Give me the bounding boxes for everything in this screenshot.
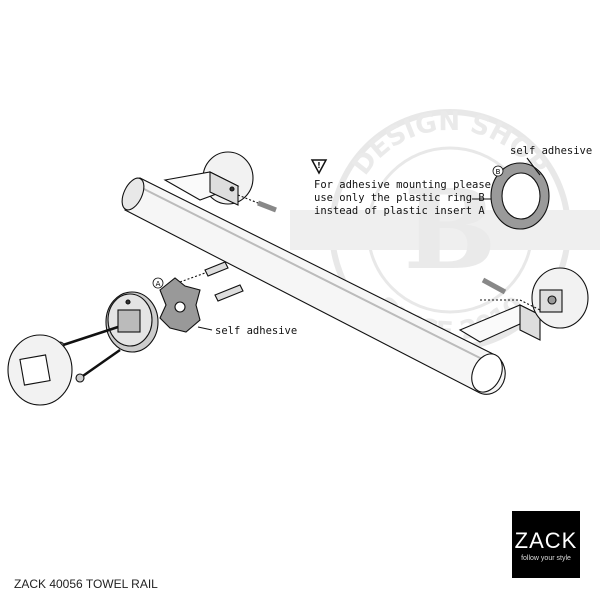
plastic-ring-b (472, 157, 550, 230)
warning-icon: ! (310, 159, 328, 175)
svg-text:!: ! (317, 161, 321, 170)
self-adhesive-ring-label: self adhesive (510, 145, 592, 157)
towel-rail (121, 177, 506, 395)
self-adhesive-insert-label: self adhesive (215, 325, 297, 337)
warning-line-1: For adhesive mounting please (314, 179, 491, 191)
base-plate (105, 291, 159, 353)
left-pin (237, 194, 277, 213)
part-b-marker (492, 165, 504, 177)
part-a-marker (152, 277, 164, 289)
part-a-label: A (156, 280, 161, 288)
cover-rosette (7, 334, 73, 406)
watermark-letter: B (404, 165, 497, 294)
right-rosette (458, 267, 589, 343)
left-rosette (163, 151, 254, 206)
part-b-label: B (496, 168, 501, 176)
plastic-insert-a (159, 277, 213, 333)
wall-plugs (179, 261, 244, 302)
warning-line-2: use only the plastic ring B (314, 192, 485, 204)
logo-word: ZACK (514, 528, 578, 553)
product-caption: ZACK 40056 TOWEL RAIL (14, 577, 158, 591)
zack-logo: ZACK follow your style (512, 511, 580, 578)
logo-tagline: follow your style (521, 555, 571, 562)
warning-line-3: instead of plastic insert A (314, 205, 485, 217)
